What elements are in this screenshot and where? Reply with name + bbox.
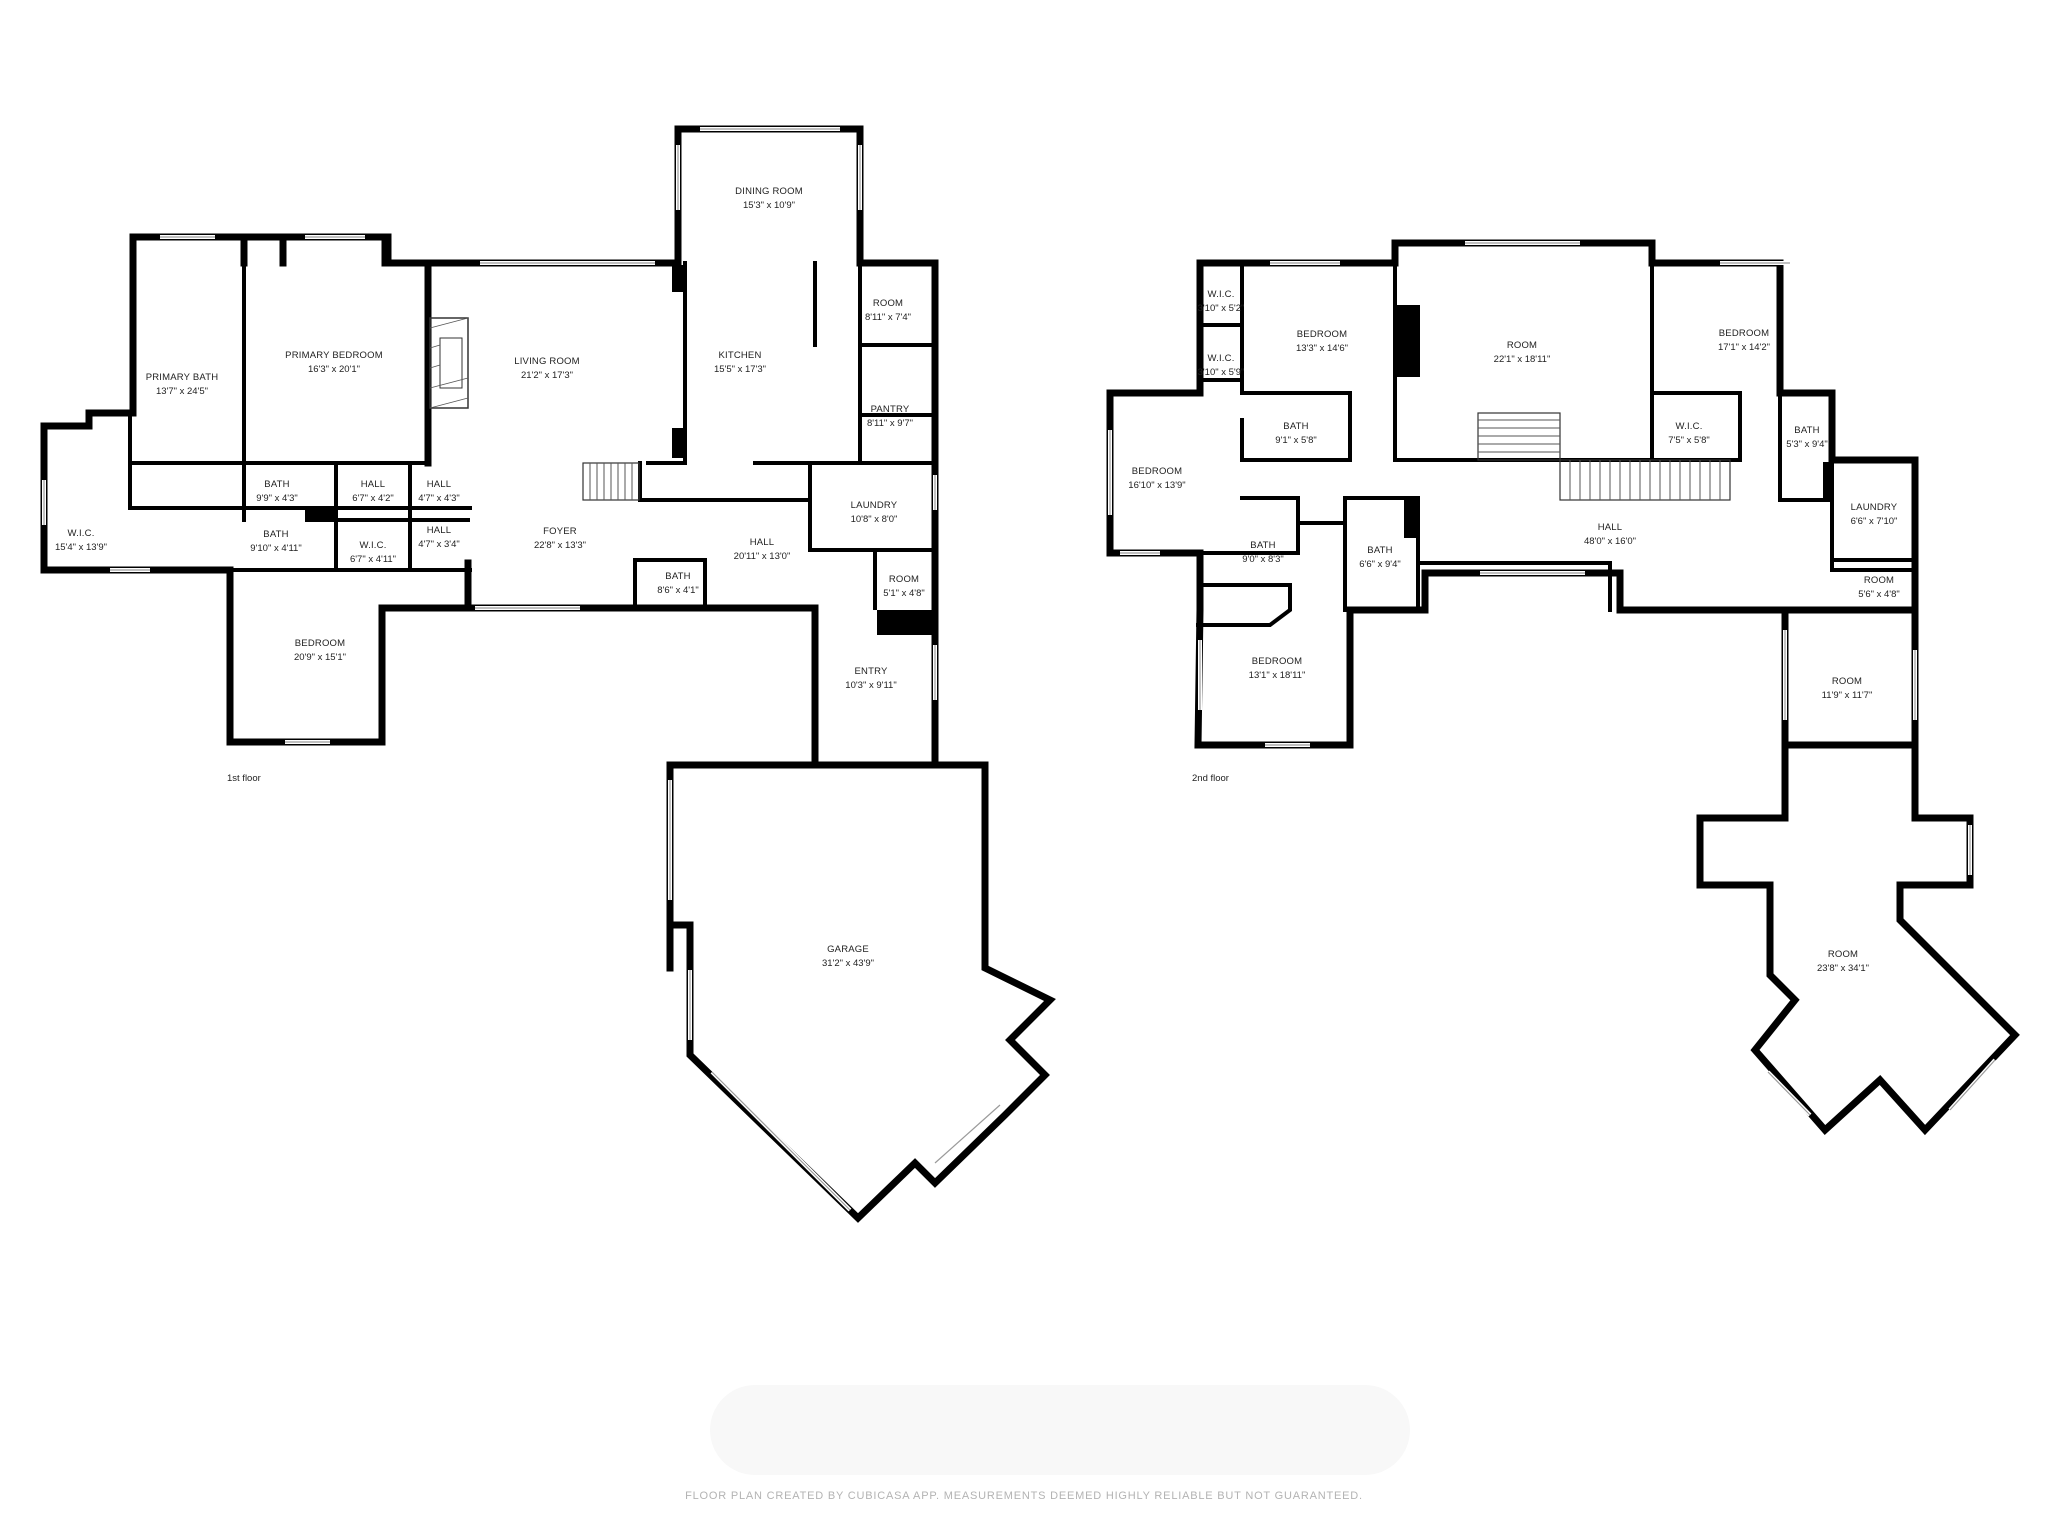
room-name: BATH [1283,421,1308,432]
room-dimensions: 6'6" x 9'4" [1359,559,1401,570]
room-name: KITCHEN [718,350,761,361]
room-dimensions: 22'1" x 18'11" [1494,354,1551,365]
room-name: BEDROOM [295,638,346,649]
room-name: BEDROOM [1719,328,1770,339]
room-dimensions: 8'6" x 4'1" [657,585,699,596]
room-name: W.I.C. [1675,421,1702,432]
room-dimensions: 11'9" x 11'7" [1822,690,1873,701]
room-dimensions: 15'5" x 17'3" [714,364,766,375]
room-dimensions: 5'1" x 4'8" [883,588,925,599]
footer-disclaimer: FLOOR PLAN CREATED BY CUBICASA APP. MEAS… [685,1490,1363,1502]
second-floor-windows [1108,241,1997,1117]
room-name: LIVING ROOM [514,356,580,367]
room-dimensions: 3'10" x 5'2" [1198,303,1245,314]
room-name: ROOM [1864,575,1894,586]
room-name: PRIMARY BEDROOM [285,350,383,361]
room-name: W.I.C. [1207,289,1234,300]
room-dimensions: 15'3" x 10'9" [743,200,795,211]
room-name: ROOM [1507,340,1537,351]
room-dimensions: 3'10" x 5'9" [1198,367,1245,378]
first-floor-solids [305,265,935,635]
room-dimensions: 21'2" x 17'3" [521,370,573,381]
room-dimensions: 8'11" x 9'7" [867,418,913,429]
room-dimensions: 10'8" x 8'0" [851,514,898,525]
room-name: GARAGE [827,944,869,955]
room-dimensions: 13'7" x 24'5" [156,386,208,397]
first-floor-stairs [582,462,640,501]
room-name: BEDROOM [1132,466,1183,477]
room-dimensions: 5'6" x 4'8" [1858,589,1900,600]
room-dimensions: 22'8" x 13'3" [534,540,586,551]
room-dimensions: 5'3" x 9'4" [1786,439,1828,450]
room-name: BATH [665,571,690,582]
room-dimensions: 8'11" x 7'4" [865,312,911,323]
room-name: HALL [427,525,452,536]
room-dimensions: 4'7" x 3'4" [418,539,460,550]
first-floor-windows [42,127,1002,1212]
room-name: HALL [361,479,386,490]
fireplace-icon [429,317,469,409]
room-dimensions: 17'1" x 14'2" [1718,342,1770,353]
room-dimensions: 6'7" x 4'2" [352,493,394,504]
floor-label: 2nd floor [1192,773,1229,784]
room-name: ROOM [873,298,903,309]
room-name: ROOM [889,574,919,585]
room-name: BEDROOM [1252,656,1303,667]
room-name: PRIMARY BATH [146,372,219,383]
room-name: HALL [750,537,775,548]
floor-label: 1st floor [227,773,261,784]
first-floor-walls [40,125,1056,1223]
room-name: BATH [1250,540,1275,551]
room-dimensions: 6'7" x 4'11" [350,554,396,565]
room-name: FOYER [543,526,577,537]
room-name: BATH [1367,545,1392,556]
room-dimensions: 20'11" x 13'0" [734,551,791,562]
second-floor-walls [1106,239,2020,1136]
room-name: ENTRY [854,666,887,677]
first-floor-interior-walls [128,261,937,610]
room-dimensions: 23'8" x 34'1" [1817,963,1869,974]
room-dimensions: 13'1" x 18'11" [1249,670,1306,681]
room-dimensions: 48'0" x 16'0" [1584,536,1636,547]
room-name: BEDROOM [1297,329,1348,340]
room-dimensions: 16'3" x 20'1" [308,364,360,375]
first-floor-room-labels: DINING ROOM 15'3" x 10'9" PRIMARY BATH 1… [55,186,925,969]
room-name: BATH [1794,425,1819,436]
room-dimensions: 9'9" x 4'3" [256,493,298,504]
room-dimensions: 4'7" x 4'3" [418,493,460,504]
second-floor-interior-walls [1196,261,1917,627]
room-name: HALL [427,479,452,490]
second-floor-solids [1397,305,1833,538]
room-dimensions: 13'3" x 14'6" [1296,343,1348,354]
room-dimensions: 9'1" x 5'8" [1275,435,1317,446]
second-floor-room-labels: W.I.C. 3'10" x 5'2" W.I.C. 3'10" x 5'9" … [1128,289,1899,974]
room-dimensions: 15'4" x 13'9" [55,542,107,553]
room-name: BATH [263,529,288,540]
room-name: DINING ROOM [735,186,803,197]
room-dimensions: 16'10" x 13'9" [1128,480,1185,491]
blurred-watermark-area [710,1385,1410,1475]
room-dimensions: 6'6" x 7'10" [1851,516,1898,527]
room-name: BATH [264,479,289,490]
room-dimensions: 31'2" x 43'9" [822,958,874,969]
room-name: ROOM [1828,949,1858,960]
room-name: W.I.C. [359,540,386,551]
second-floor-stairs [1477,412,1731,501]
room-name: HALL [1598,522,1623,533]
room-dimensions: 9'0" x 8'3" [1242,554,1284,565]
room-name: LAUNDRY [1851,502,1898,513]
room-name: ROOM [1832,676,1862,687]
room-name: W.I.C. [67,528,94,539]
room-name: PANTRY [871,404,910,415]
room-dimensions: 20'9" x 15'1" [294,652,346,663]
room-dimensions: 9'10" x 4'11" [250,543,301,554]
room-name: LAUNDRY [851,500,898,511]
room-dimensions: 7'5" x 5'8" [1668,435,1710,446]
room-dimensions: 10'3" x 9'11" [845,680,896,691]
room-name: W.I.C. [1207,353,1234,364]
